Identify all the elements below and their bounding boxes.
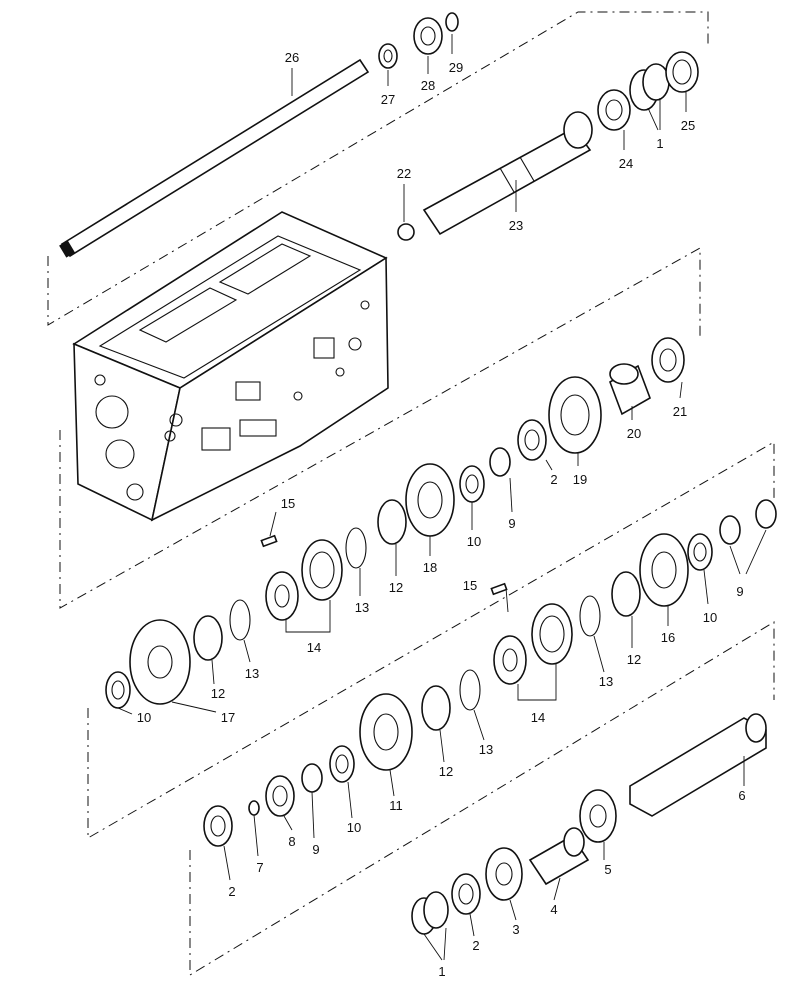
part-7-washer bbox=[248, 800, 260, 816]
part-23-splined-shaft bbox=[422, 111, 593, 236]
callout-9-right: 9 bbox=[736, 584, 743, 599]
part-12-ring-a bbox=[377, 499, 407, 545]
callout-28: 28 bbox=[421, 78, 435, 93]
part-28-bearing bbox=[413, 17, 443, 55]
callout-9-low: 9 bbox=[312, 842, 319, 857]
part-5-gear bbox=[579, 789, 617, 843]
transmission-housing bbox=[72, 211, 389, 522]
callout-10-b: 10 bbox=[137, 710, 151, 725]
callout-27: 27 bbox=[381, 92, 395, 107]
callout-14-b: 14 bbox=[531, 710, 545, 725]
part-12-ring-c bbox=[611, 571, 641, 617]
part-9-spacers-right bbox=[719, 499, 777, 545]
callout-13-d: 13 bbox=[479, 742, 493, 757]
part-2-bearing-mid bbox=[517, 419, 547, 461]
part-22-bushing bbox=[397, 223, 415, 241]
part-2-bearing-low-right bbox=[451, 873, 481, 915]
callout-17: 17 bbox=[221, 710, 235, 725]
part-2-bearing-low-left bbox=[203, 805, 233, 847]
part-20-sleeve bbox=[609, 363, 651, 416]
part-6-output-shaft bbox=[629, 713, 767, 817]
callout-20: 20 bbox=[627, 426, 641, 441]
part-14-synchro-b bbox=[493, 603, 573, 685]
part-17-gear bbox=[129, 619, 191, 705]
part-9-spacer-mid bbox=[489, 447, 511, 477]
part-25-cup bbox=[665, 51, 699, 93]
part-14-synchro-a bbox=[265, 539, 343, 621]
part-13-circlip-b bbox=[229, 599, 251, 641]
callout-12-c: 12 bbox=[627, 652, 641, 667]
part-16-gear bbox=[639, 533, 689, 607]
part-4-sleeve bbox=[528, 827, 590, 886]
part-13-circlip-a bbox=[345, 527, 367, 569]
callout-15-b: 15 bbox=[463, 578, 477, 593]
part-15-key-a bbox=[260, 534, 278, 548]
callout-21: 21 bbox=[673, 404, 687, 419]
callout-26: 26 bbox=[285, 50, 299, 65]
part-8-bearing bbox=[265, 775, 295, 817]
callout-29: 29 bbox=[449, 60, 463, 75]
part-27-coupling bbox=[378, 43, 398, 69]
callout-1-upper: 1 bbox=[656, 136, 663, 151]
part-21-gear bbox=[651, 337, 685, 383]
part-9-spacer-low bbox=[301, 763, 323, 793]
part-19-gear bbox=[548, 376, 602, 454]
callout-labels: 26 27 28 29 22 23 24 1 25 21 20 19 2 9 1… bbox=[137, 50, 746, 979]
callout-8: 8 bbox=[288, 834, 295, 849]
callout-10-a: 10 bbox=[467, 534, 481, 549]
callout-7: 7 bbox=[256, 860, 263, 875]
part-12-ring-d bbox=[421, 685, 451, 731]
part-10-needle-bearing-a bbox=[459, 465, 485, 503]
part-10-needle-bearing-d bbox=[329, 745, 355, 783]
callout-22: 22 bbox=[397, 166, 411, 181]
callout-2-low-left: 2 bbox=[228, 884, 235, 899]
part-26-shaft bbox=[59, 58, 370, 258]
callout-13-c: 13 bbox=[599, 674, 613, 689]
part-15-key-b bbox=[490, 582, 508, 596]
part-29-snap-ring bbox=[445, 12, 459, 32]
part-3-gear bbox=[485, 847, 523, 901]
callout-25: 25 bbox=[681, 118, 695, 133]
callout-5: 5 bbox=[604, 862, 611, 877]
callout-10-c: 10 bbox=[703, 610, 717, 625]
part-13-circlip-d bbox=[459, 669, 481, 711]
callout-1-lower: 1 bbox=[438, 964, 445, 979]
callout-12-b: 12 bbox=[211, 686, 225, 701]
callout-15-a: 15 bbox=[281, 496, 295, 511]
callout-23: 23 bbox=[509, 218, 523, 233]
leader-lines bbox=[117, 34, 767, 961]
callout-11: 11 bbox=[389, 798, 403, 813]
part-11-gear bbox=[359, 693, 413, 771]
callout-12-a: 12 bbox=[389, 580, 403, 595]
callout-14-a: 14 bbox=[307, 640, 321, 655]
part-18-gear bbox=[405, 463, 455, 537]
part-10-needle-bearing-b bbox=[105, 671, 131, 709]
part-12-ring-b bbox=[193, 615, 223, 661]
callout-19: 19 bbox=[573, 472, 587, 487]
part-13-circlip-c bbox=[579, 595, 601, 637]
callout-4: 4 bbox=[550, 902, 557, 917]
callout-3: 3 bbox=[512, 922, 519, 937]
part-10-needle-bearing-c bbox=[687, 533, 713, 571]
callout-12-d: 12 bbox=[439, 764, 453, 779]
callout-2-low-right: 2 bbox=[472, 938, 479, 953]
callout-6: 6 bbox=[738, 788, 745, 803]
callout-18: 18 bbox=[423, 560, 437, 575]
callout-13-a: 13 bbox=[355, 600, 369, 615]
part-24-bearing bbox=[597, 89, 631, 131]
callout-2-mid: 2 bbox=[550, 472, 557, 487]
callout-9-mid: 9 bbox=[508, 516, 515, 531]
callout-10-d: 10 bbox=[347, 820, 361, 835]
callout-13-b: 13 bbox=[245, 666, 259, 681]
part-1-seal-pair-lower bbox=[411, 891, 449, 935]
assembly-guide-lines bbox=[47, 11, 775, 976]
part-1-seal-pair-upper bbox=[629, 63, 670, 111]
callout-16: 16 bbox=[661, 630, 675, 645]
callout-24: 24 bbox=[619, 156, 633, 171]
